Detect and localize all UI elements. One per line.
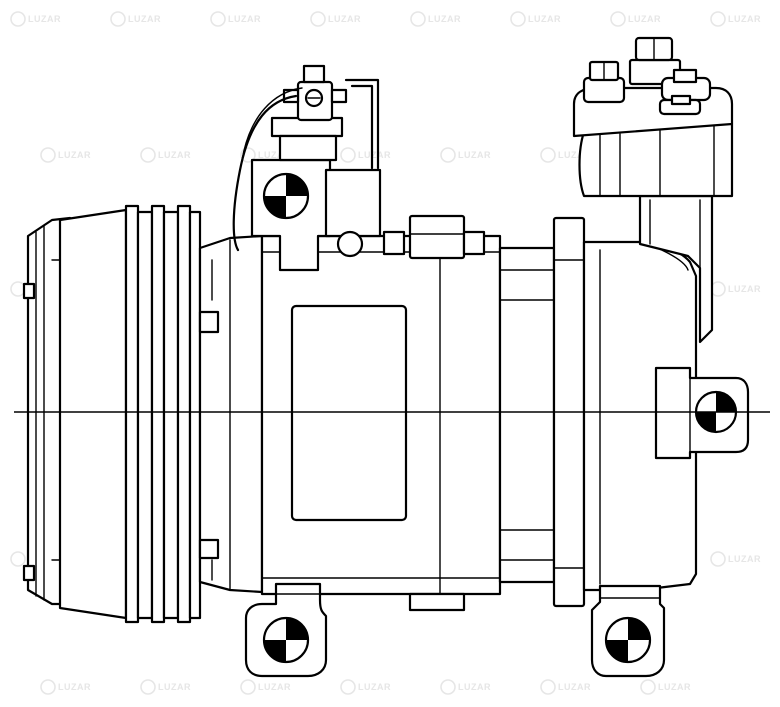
watermark-text: LUZAR — [658, 682, 691, 692]
watermark-logo: LUZAR — [510, 11, 561, 27]
watermark-logo: LUZAR — [640, 679, 691, 695]
watermark-logo: LUZAR — [440, 679, 491, 695]
watermark-text: LUZAR — [428, 14, 461, 24]
watermark-logo: LUZAR — [40, 679, 91, 695]
upper-mount-bracket — [232, 64, 382, 272]
watermark-logo: LUZAR — [440, 147, 491, 163]
middle-flange — [498, 216, 586, 608]
watermark-text: LUZAR — [328, 14, 361, 24]
watermark-text: LUZAR — [58, 682, 91, 692]
watermark-text: LUZAR — [458, 682, 491, 692]
pulley — [58, 204, 202, 624]
watermark-logo: LUZAR — [210, 11, 261, 27]
watermark-logo: LUZAR — [310, 11, 361, 27]
watermark-text: LUZAR — [158, 150, 191, 160]
watermark-logo: LUZAR — [410, 11, 461, 27]
watermark-text: LUZAR — [358, 682, 391, 692]
watermark-text: LUZAR — [228, 14, 261, 24]
mount-hole — [336, 230, 364, 258]
watermark-text: LUZAR — [628, 14, 661, 24]
watermark-text: LUZAR — [28, 14, 61, 24]
top-connector — [382, 214, 486, 260]
watermark-logo: LUZAR — [710, 11, 761, 27]
watermark-logo: LUZAR — [610, 11, 661, 27]
bolt-icon-bottom-left — [262, 616, 310, 664]
watermark-text: LUZAR — [358, 150, 391, 160]
watermark-text: LUZAR — [728, 284, 761, 294]
watermark-text: LUZAR — [258, 682, 291, 692]
watermark-logo: LUZAR — [540, 147, 591, 163]
left-service-valve — [582, 76, 626, 104]
watermark-logo: LUZAR — [340, 679, 391, 695]
watermark-text: LUZAR — [558, 682, 591, 692]
watermark-logo: LUZAR — [110, 11, 161, 27]
watermark-logo: LUZAR — [10, 11, 61, 27]
watermark-text: LUZAR — [258, 150, 291, 160]
watermark-text: LUZAR — [158, 682, 191, 692]
watermark-text: LUZAR — [458, 150, 491, 160]
watermark-text: LUZAR — [728, 14, 761, 24]
service-ports — [572, 36, 734, 344]
watermark-logo: LUZAR — [40, 147, 91, 163]
watermark-text: LUZAR — [58, 150, 91, 160]
watermark-text: LUZAR — [128, 14, 161, 24]
bolt-icon-bottom-right — [604, 616, 652, 664]
watermark-text: LUZAR — [558, 150, 591, 160]
watermark-text: LUZAR — [728, 554, 761, 564]
front-housing — [198, 234, 264, 594]
watermark-logo: LUZAR — [240, 679, 291, 695]
watermark-logo: LUZAR — [540, 679, 591, 695]
watermark-logo: LUZAR — [140, 147, 191, 163]
watermark-logo: LUZAR — [240, 147, 291, 163]
watermark-logo: LUZAR — [710, 281, 761, 297]
watermark-text: LUZAR — [528, 14, 561, 24]
main-body — [260, 234, 502, 612]
wire — [232, 94, 298, 252]
bottom-lug — [408, 592, 466, 612]
watermark-logo: LUZAR — [710, 551, 761, 567]
watermark-logo: LUZAR — [340, 147, 391, 163]
watermark-logo: LUZAR — [140, 679, 191, 695]
bolt-icon-top-left — [262, 172, 310, 220]
label-plate — [290, 304, 408, 522]
